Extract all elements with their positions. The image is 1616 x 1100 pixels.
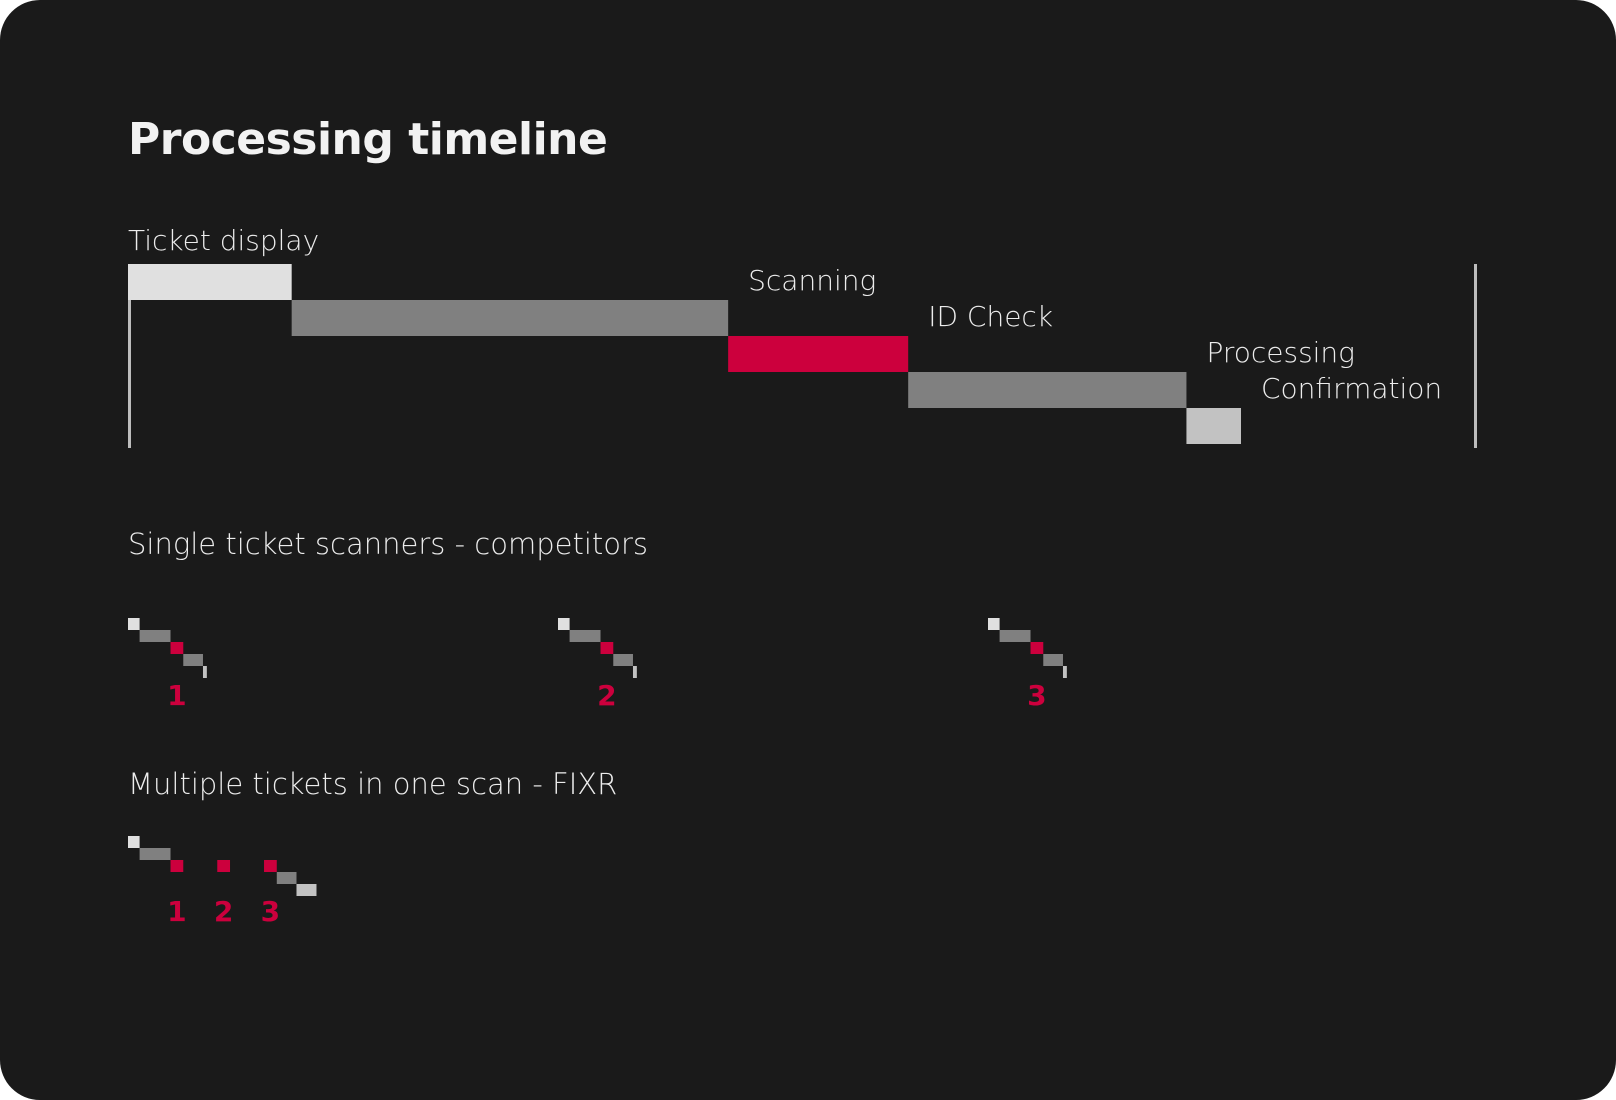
multi-bar-id-check-3 (264, 860, 277, 872)
page-title: Processing timeline (128, 114, 608, 165)
run-3-bar-ticket-display (988, 618, 1000, 630)
multi-bar-id-check-1 (170, 860, 184, 872)
step-label-id-check: ID Check (928, 300, 1053, 333)
multi-check-number-1: 1 (167, 895, 186, 928)
step-bar-confirmation (1186, 408, 1241, 444)
run-number-3: 3 (1027, 679, 1046, 712)
single-section-title: Single ticket scanners - competitors (128, 527, 648, 561)
timeline-start-divider (128, 264, 131, 448)
run-1-bar-ticket-display (128, 618, 140, 630)
multi-bar-processing (276, 872, 297, 884)
run-3-bar-id-check (1030, 642, 1044, 654)
step-label-processing: Processing (1206, 336, 1355, 369)
run-1-bar-processing (183, 654, 203, 666)
run-number-2: 2 (597, 679, 616, 712)
multi-check-number-3: 3 (261, 895, 280, 928)
run-3-bar-confirmation (1062, 666, 1067, 678)
run-number-1: 1 (167, 679, 186, 712)
step-label-confirmation: Confirmation (1261, 372, 1442, 405)
run-2-bar-id-check (600, 642, 614, 654)
run-3-bar-scanning (999, 630, 1031, 642)
step-label-scanning: Scanning (748, 264, 876, 297)
step-bar-id-check (728, 336, 909, 372)
multi-bar-id-check-2 (217, 860, 231, 872)
run-1-bar-confirmation (202, 666, 207, 678)
run-1-bar-scanning (139, 630, 171, 642)
run-1-bar-id-check (170, 642, 184, 654)
run-2-bar-processing (613, 654, 633, 666)
step-label-ticket-display: Ticket display (128, 224, 319, 257)
multi-section-title: Multiple tickets in one scan - FIXR (128, 767, 617, 801)
step-bar-ticket-display (128, 264, 292, 300)
step-bar-processing (908, 372, 1187, 408)
multi-bar-confirmation (296, 884, 317, 896)
multi-check-number-2: 2 (214, 895, 233, 928)
run-2-bar-scanning (569, 630, 601, 642)
multi-bar-ticket-display (128, 836, 140, 848)
multi-bar-scanning (139, 848, 171, 860)
run-2-bar-ticket-display (558, 618, 570, 630)
step-bar-scanning (291, 300, 729, 336)
timeline-end-divider (1474, 264, 1477, 448)
run-3-bar-processing (1043, 654, 1063, 666)
run-2-bar-confirmation (632, 666, 637, 678)
